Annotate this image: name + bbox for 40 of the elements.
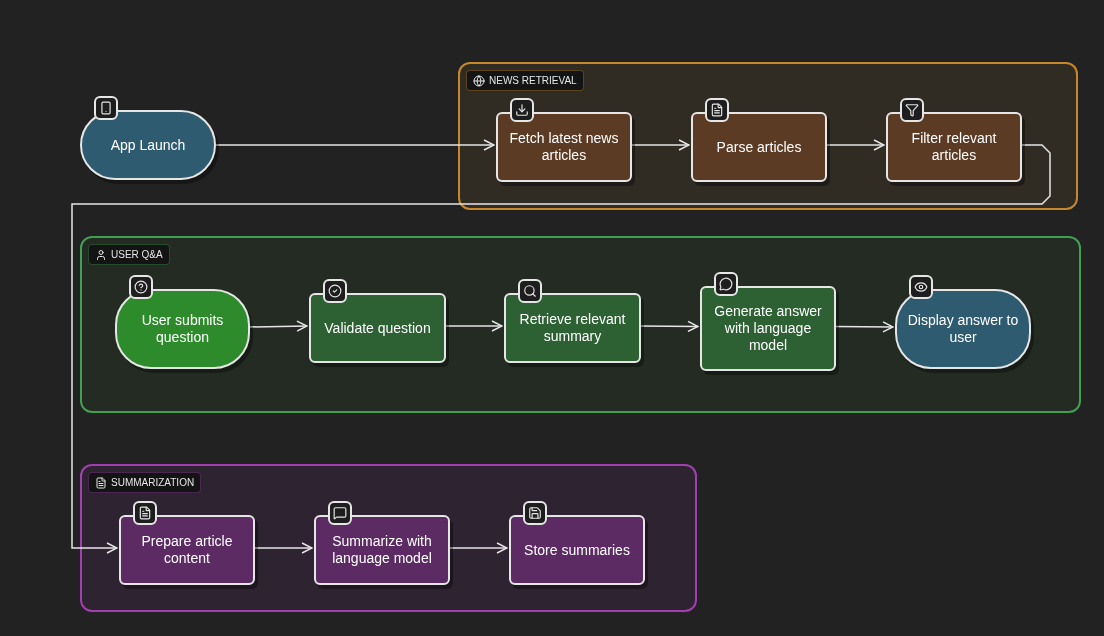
arrow — [629, 139, 690, 151]
node-label: Prepare article content — [140, 533, 234, 567]
group-label: USER Q&A — [88, 244, 170, 265]
node-label: Display answer to user — [906, 312, 1020, 346]
arrow — [447, 542, 508, 554]
group-label: SUMMARIZATION — [88, 472, 202, 493]
group-panel — [80, 464, 697, 612]
process-box — [700, 286, 836, 371]
process-box — [509, 515, 645, 585]
node-label: Retrieve relevant summary — [518, 311, 627, 345]
arrow — [252, 542, 313, 554]
node-label: Store summaries — [524, 541, 630, 559]
terminal-box — [115, 289, 250, 369]
arrow — [824, 139, 885, 151]
node-label: Fetch latest news articles — [508, 130, 620, 164]
node-label: Generate answer with language model — [713, 303, 823, 354]
node-label: App Launch — [110, 136, 186, 154]
group-label: NEWS RETRIEVAL — [466, 70, 584, 91]
process-box — [886, 112, 1022, 182]
arrow — [71, 144, 1051, 554]
arrow — [443, 320, 503, 332]
process-box — [496, 112, 632, 182]
node-label: Validate question — [324, 319, 431, 337]
group-panel — [458, 62, 1078, 210]
arrow — [638, 320, 699, 333]
node-label: Filter relevant articles — [910, 130, 998, 164]
arrow — [215, 139, 495, 151]
terminal-box — [80, 110, 216, 180]
arrow — [247, 320, 308, 332]
process-box — [314, 515, 450, 585]
arrow — [833, 321, 894, 333]
process-box — [309, 293, 446, 363]
node-label: Summarize with language model — [331, 533, 433, 567]
node-label: User submits question — [140, 312, 225, 346]
process-box — [119, 515, 255, 585]
terminal-box — [895, 289, 1031, 369]
process-box — [504, 293, 641, 363]
process-box — [691, 112, 827, 182]
node-label: Parse articles — [716, 138, 802, 156]
group-panel — [80, 236, 1081, 413]
